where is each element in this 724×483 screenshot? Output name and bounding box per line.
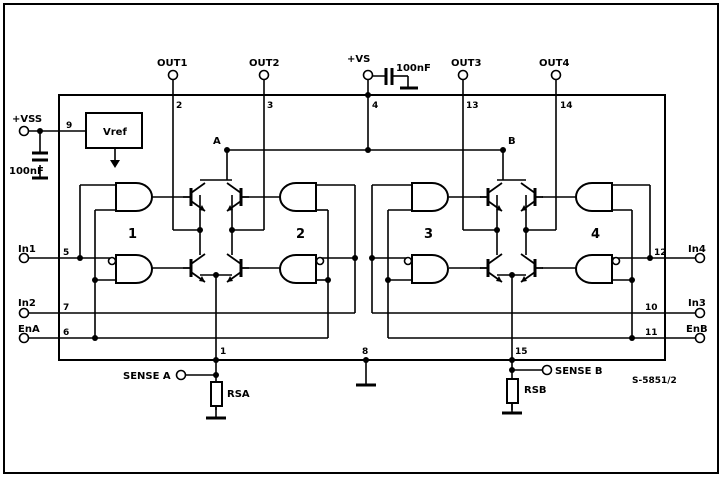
transistors (181, 181, 545, 284)
vref-label: Vref (103, 127, 127, 138)
gate-3b (403, 254, 449, 284)
ena-label: EnA (18, 324, 40, 335)
sense-a-label: SENSE A (123, 371, 171, 382)
channel-4-label: 4 (591, 227, 600, 242)
pin-14: 14 (560, 101, 573, 111)
vref-arrow-icon (110, 160, 120, 168)
sense-resistor-b (506, 378, 519, 404)
enb-label: EnB (686, 324, 708, 335)
pin-12: 12 (654, 248, 667, 258)
pin-8: 8 (362, 347, 368, 357)
junctions (37, 92, 653, 378)
node-b-label: B (508, 136, 516, 147)
vss-capacitor (32, 151, 48, 180)
in3-label: In3 (688, 298, 706, 309)
gate-4a (575, 182, 613, 212)
in2-label: In2 (18, 298, 36, 309)
rsa-label: RSA (227, 389, 250, 400)
vss-cap-label: 100nF (9, 166, 44, 177)
in1-label: In1 (18, 244, 36, 255)
pin-10: 10 (645, 303, 658, 313)
gate-1b (107, 254, 153, 284)
channel-1-label: 1 (128, 227, 137, 242)
out3-label: OUT3 (451, 58, 481, 69)
pin-5: 5 (63, 248, 69, 258)
pin-6: 6 (63, 328, 69, 338)
pin-1: 1 (220, 347, 226, 357)
gate-2b (279, 254, 325, 284)
channel-2-label: 2 (296, 227, 305, 242)
gate-2a (279, 182, 317, 212)
pin-3: 3 (267, 101, 273, 111)
terminals (18, 69, 706, 381)
figure-code: S-5851/2 (632, 376, 677, 386)
vref-box (85, 112, 143, 149)
vs-capacitor (384, 68, 418, 90)
vs-cap-label: 100nF (396, 63, 431, 74)
pin-15: 15 (515, 347, 528, 357)
channel-3-label: 3 (424, 227, 433, 242)
gate-3a (411, 182, 449, 212)
vss-label: +VSS (12, 114, 42, 125)
out4-label: OUT4 (539, 58, 569, 69)
outer-frame (3, 3, 719, 474)
node-a-label: A (213, 136, 221, 147)
out1-label: OUT1 (157, 58, 187, 69)
pin-7: 7 (63, 303, 69, 313)
pin-11: 11 (645, 328, 658, 338)
rsb-label: RSB (524, 385, 547, 396)
pin-9: 9 (66, 121, 72, 131)
gate-4b (575, 254, 621, 284)
pin-4: 4 (372, 101, 378, 111)
pin-2: 2 (176, 101, 182, 111)
vs-label: +VS (347, 54, 370, 65)
sense-b-label: SENSE B (555, 366, 603, 377)
ic-body (58, 94, 666, 361)
in4-label: In4 (688, 244, 706, 255)
gate-1a (115, 182, 153, 212)
pin-13: 13 (466, 101, 479, 111)
out2-label: OUT2 (249, 58, 279, 69)
sense-resistor-a (210, 381, 223, 407)
